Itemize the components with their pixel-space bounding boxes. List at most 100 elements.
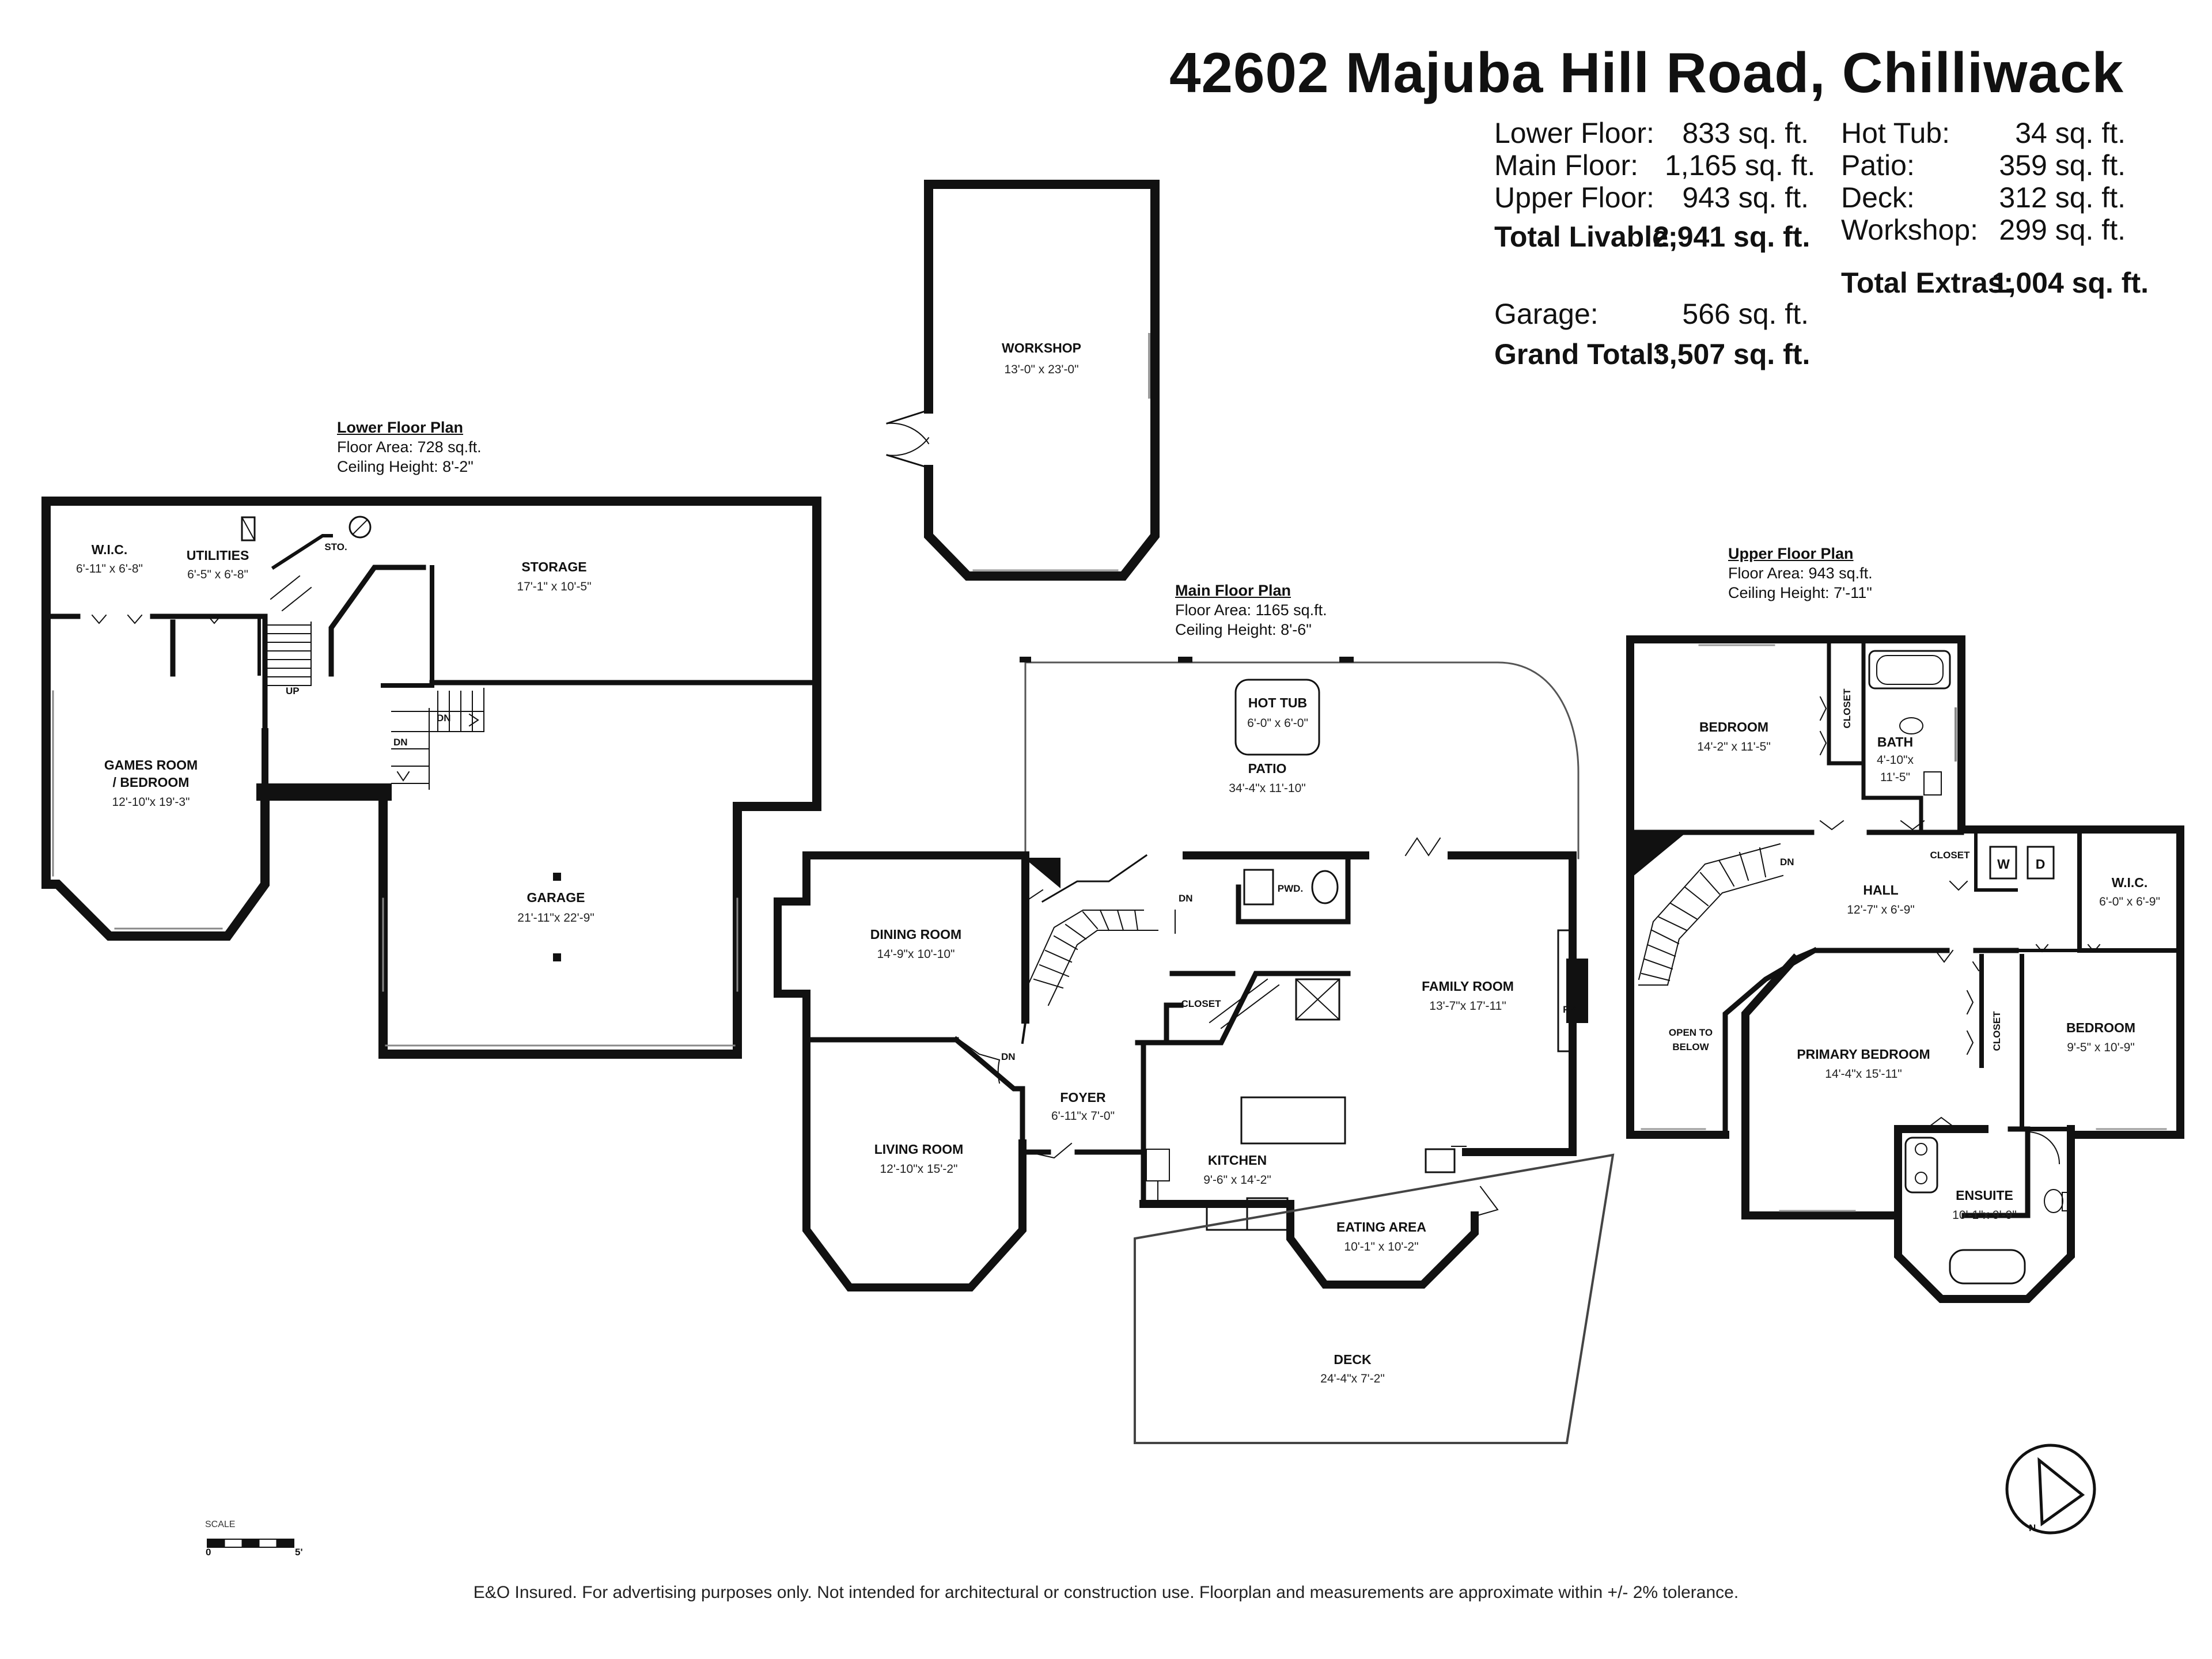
room-deck-name: DECK — [1334, 1352, 1372, 1367]
room-foyer-dims: 6'-11"x 7'-0" — [1051, 1109, 1115, 1123]
room-primary-name: PRIMARY BEDROOM — [1797, 1047, 1930, 1062]
workshop-area-value: 299 sq. ft. — [1999, 214, 2126, 246]
hot-tub-area-value: 34 sq. ft. — [2015, 117, 2126, 149]
deck-area-label: Deck: — [1841, 181, 1915, 214]
property-address: 42602 Majuba Hill Road, Chilliwack — [1169, 41, 2124, 104]
upper-plan-area: Floor Area: 943 sq.ft. — [1728, 565, 1873, 582]
room-pwd-name: PWD. — [1278, 883, 1303, 894]
room-living-dims: 12'-10"x 15'-2" — [880, 1162, 957, 1176]
upper-floor-plan-header: Upper Floor Plan Floor Area: 943 sq.ft. … — [1728, 544, 1873, 603]
room-wic-lower-name: W.I.C. — [92, 542, 128, 557]
room-storage-name: STORAGE — [521, 559, 586, 574]
deck-area-value: 312 sq. ft. — [1999, 181, 2126, 214]
garage-post-marker — [553, 953, 561, 961]
total-livable-value: 2,941 sq. ft. — [1653, 221, 1810, 253]
room-bath-dims: 4'-10"x — [1877, 753, 1914, 767]
compass-north-label: N — [2029, 1522, 2036, 1533]
lower-plan-area: Floor Area: 728 sq.ft. — [337, 438, 482, 456]
room-foyer-name: FOYER — [1060, 1090, 1106, 1105]
total-livable-label: Total Livable: — [1494, 221, 1678, 253]
room-utilities-name: UTILITIES — [187, 548, 249, 563]
room-sto-name: STO. — [324, 541, 347, 552]
grand-total-label: Grand Total: — [1494, 338, 1664, 370]
room-closet-upper-1: CLOSET — [1842, 688, 1853, 729]
room-bedroom-upper-right-dims: 9'-5" x 10'-9" — [2067, 1041, 2134, 1054]
lower-stair-dn: DN — [437, 713, 451, 724]
room-bedroom-upper-left-dims: 14'-2" x 11'-5" — [1697, 740, 1771, 753]
room-open-to-below: OPEN TO — [1669, 1027, 1713, 1038]
room-dining-dims: 14'-9"x 10'-10" — [877, 948, 955, 961]
patio-area-label: Patio: — [1841, 149, 1915, 181]
room-hot-tub-dims: 6'-0" x 6'-0" — [1247, 717, 1308, 730]
upper-floor-value: 943 sq. ft. — [1682, 181, 1809, 214]
room-family-dims: 13'-7"x 17'-11" — [1429, 999, 1506, 1013]
room-ensuite-dims: 10'-1"x 9'-9" — [1952, 1209, 2017, 1222]
room-closet-upper-2: CLOSET — [1930, 850, 1971, 861]
main-floor-plan-header: Main Floor Plan Floor Area: 1165 sq.ft. … — [1175, 581, 1327, 639]
workshop-building — [886, 180, 1160, 581]
room-family-name: FAMILY ROOM — [1422, 979, 1514, 994]
lower-stair-up: UP — [286, 685, 300, 696]
total-extras-label: Total Extras: — [1841, 267, 2014, 299]
dryer-label: D — [2036, 857, 2046, 872]
main-floor-label: Main Floor: — [1494, 149, 1639, 181]
main-plan-title: Main Floor Plan — [1175, 582, 1291, 599]
room-workshop-dims: 13'-0" x 23'-0" — [1004, 363, 1078, 376]
total-extras-value: 1,004 sq. ft. — [1991, 267, 2149, 299]
room-dining-name: DINING ROOM — [870, 927, 961, 942]
scale-end: 5' — [295, 1547, 303, 1558]
room-closet-main: CLOSET — [1181, 998, 1222, 1009]
room-games-name2: / BEDROOM — [113, 775, 190, 790]
garage-area-value: 566 sq. ft. — [1682, 298, 1809, 330]
room-closet-upper-3: CLOSET — [1991, 1011, 2002, 1051]
room-ensuite-name: ENSUITE — [1956, 1188, 2013, 1203]
room-eating-dims: 10'-1" x 10'-2" — [1344, 1240, 1418, 1253]
lower-floor-plan — [41, 497, 821, 1059]
workshop-area-label: Workshop: — [1841, 214, 1979, 246]
room-garage-dims: 21'-11"x 22'-9" — [517, 911, 594, 925]
room-kitchen-name: KITCHEN — [1208, 1153, 1267, 1168]
fireplace-label: FP — [1563, 1004, 1575, 1015]
upper-plan-title: Upper Floor Plan — [1728, 545, 1854, 562]
main-stair-dn: DN — [1179, 893, 1193, 904]
compass-icon — [2005, 1444, 2096, 1535]
patio-area-value: 359 sq. ft. — [1999, 149, 2126, 181]
room-wic-upper-name: W.I.C. — [2112, 875, 2148, 890]
room-hall-name: HALL — [1863, 882, 1898, 897]
disclaimer: E&O Insured. For advertising purposes on… — [473, 1583, 1739, 1602]
hot-tub-area-label: Hot Tub: — [1841, 117, 1950, 149]
scale-bar — [207, 1539, 294, 1548]
room-wic-lower-dims: 6'-11" x 6'-8" — [76, 562, 143, 575]
lower-stair-dn-2: DN — [393, 737, 408, 748]
room-garage-name: GARAGE — [527, 890, 585, 905]
lower-floor-label: Lower Floor: — [1494, 117, 1654, 149]
lower-floor-plan-header: Lower Floor Plan Floor Area: 728 sq.ft. … — [337, 418, 482, 476]
room-kitchen-dims: 9'-6" x 14'-2" — [1203, 1173, 1271, 1187]
room-games-dims: 12'-10"x 19'-3" — [112, 796, 190, 809]
upper-floor-label: Upper Floor: — [1494, 181, 1654, 214]
room-storage-dims: 17'-1" x 10'-5" — [517, 580, 591, 593]
room-living-name: LIVING ROOM — [874, 1142, 964, 1157]
room-primary-dims: 14'-4"x 15'-11" — [1825, 1067, 1902, 1081]
room-bath-dims2: 11'-5" — [1880, 771, 1910, 784]
room-bedroom-upper-right-name: BEDROOM — [2066, 1020, 2135, 1035]
main-stair-dn-2: DN — [1001, 1051, 1016, 1062]
scale-start: 0 — [206, 1547, 211, 1558]
lower-floor-value: 833 sq. ft. — [1682, 117, 1809, 149]
room-deck-dims: 24'-4"x 7'-2" — [1320, 1372, 1385, 1385]
room-patio-dims: 34'-4"x 11'-10" — [1229, 782, 1305, 795]
room-eating-name: EATING AREA — [1336, 1219, 1426, 1234]
room-utilities-dims: 6'-5" x 6'-8" — [187, 568, 248, 581]
room-hot-tub-name: HOT TUB — [1248, 695, 1307, 710]
room-hall-dims: 12'-7" x 6'-9" — [1847, 903, 1914, 916]
main-floor-plan — [774, 657, 1615, 1444]
garage-area-label: Garage: — [1494, 298, 1599, 330]
garage-post-marker — [553, 873, 561, 881]
main-floor-value: 1,165 sq. ft. — [1665, 149, 1816, 181]
room-wic-upper-dims: 6'-0" x 6'-9" — [2099, 895, 2160, 908]
room-bath-name: BATH — [1877, 734, 1913, 749]
upper-stair-dn: DN — [1780, 857, 1794, 868]
upper-floor-plan — [1626, 635, 2184, 1303]
washer-label: W — [1997, 857, 2010, 872]
grand-total-value: 3,507 sq. ft. — [1653, 338, 1810, 370]
